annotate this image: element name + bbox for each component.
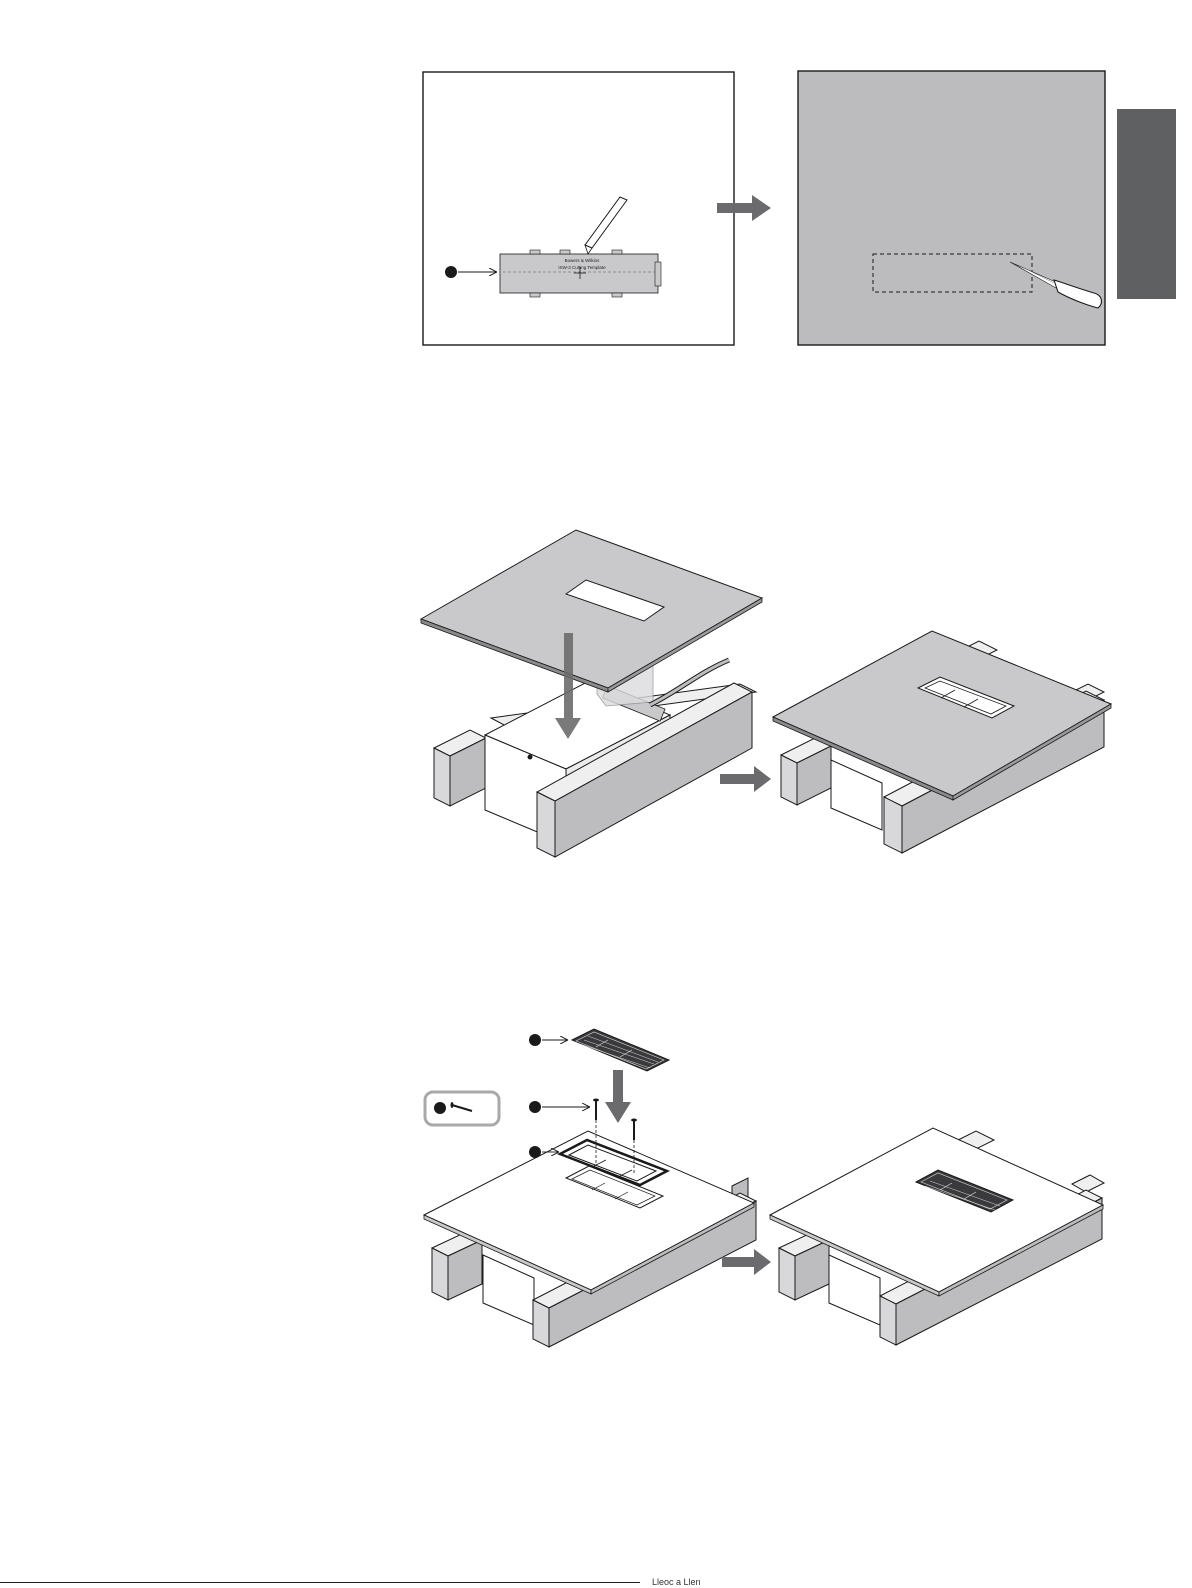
screw-key-box <box>425 1092 499 1125</box>
step-2-install-board <box>421 530 762 857</box>
callout-dot-icon <box>529 1034 541 1046</box>
screw-icon <box>631 1119 637 1141</box>
grille <box>572 1029 669 1071</box>
callout-dot-icon <box>434 1102 446 1114</box>
callout-dot-icon <box>445 266 457 278</box>
step-1-cut-opening-panel <box>798 71 1105 345</box>
step-2-board-installed <box>773 631 1111 853</box>
template-title-label: ISW-3 Cutting Template <box>558 265 606 270</box>
step-3-finished-installation <box>770 1128 1104 1345</box>
screw-icon <box>593 1099 599 1121</box>
template-brand-label: Bowers & Wilkins <box>565 258 601 263</box>
callout-dot-icon <box>529 1146 541 1158</box>
footer-rule <box>0 1582 640 1583</box>
footer-text: Lleoc a Llen <box>652 1577 701 1587</box>
step-1-mark-template-panel: Bowers & Wilkins ISW-3 Cutting Template <box>423 72 734 345</box>
step-3-fit-grille <box>424 1029 756 1347</box>
right-arrow-icon <box>720 766 771 792</box>
callout-dot-icon <box>529 1101 541 1113</box>
cutting-template: Bowers & Wilkins ISW-3 Cutting Template <box>500 250 661 297</box>
down-arrow-icon <box>605 1070 631 1123</box>
